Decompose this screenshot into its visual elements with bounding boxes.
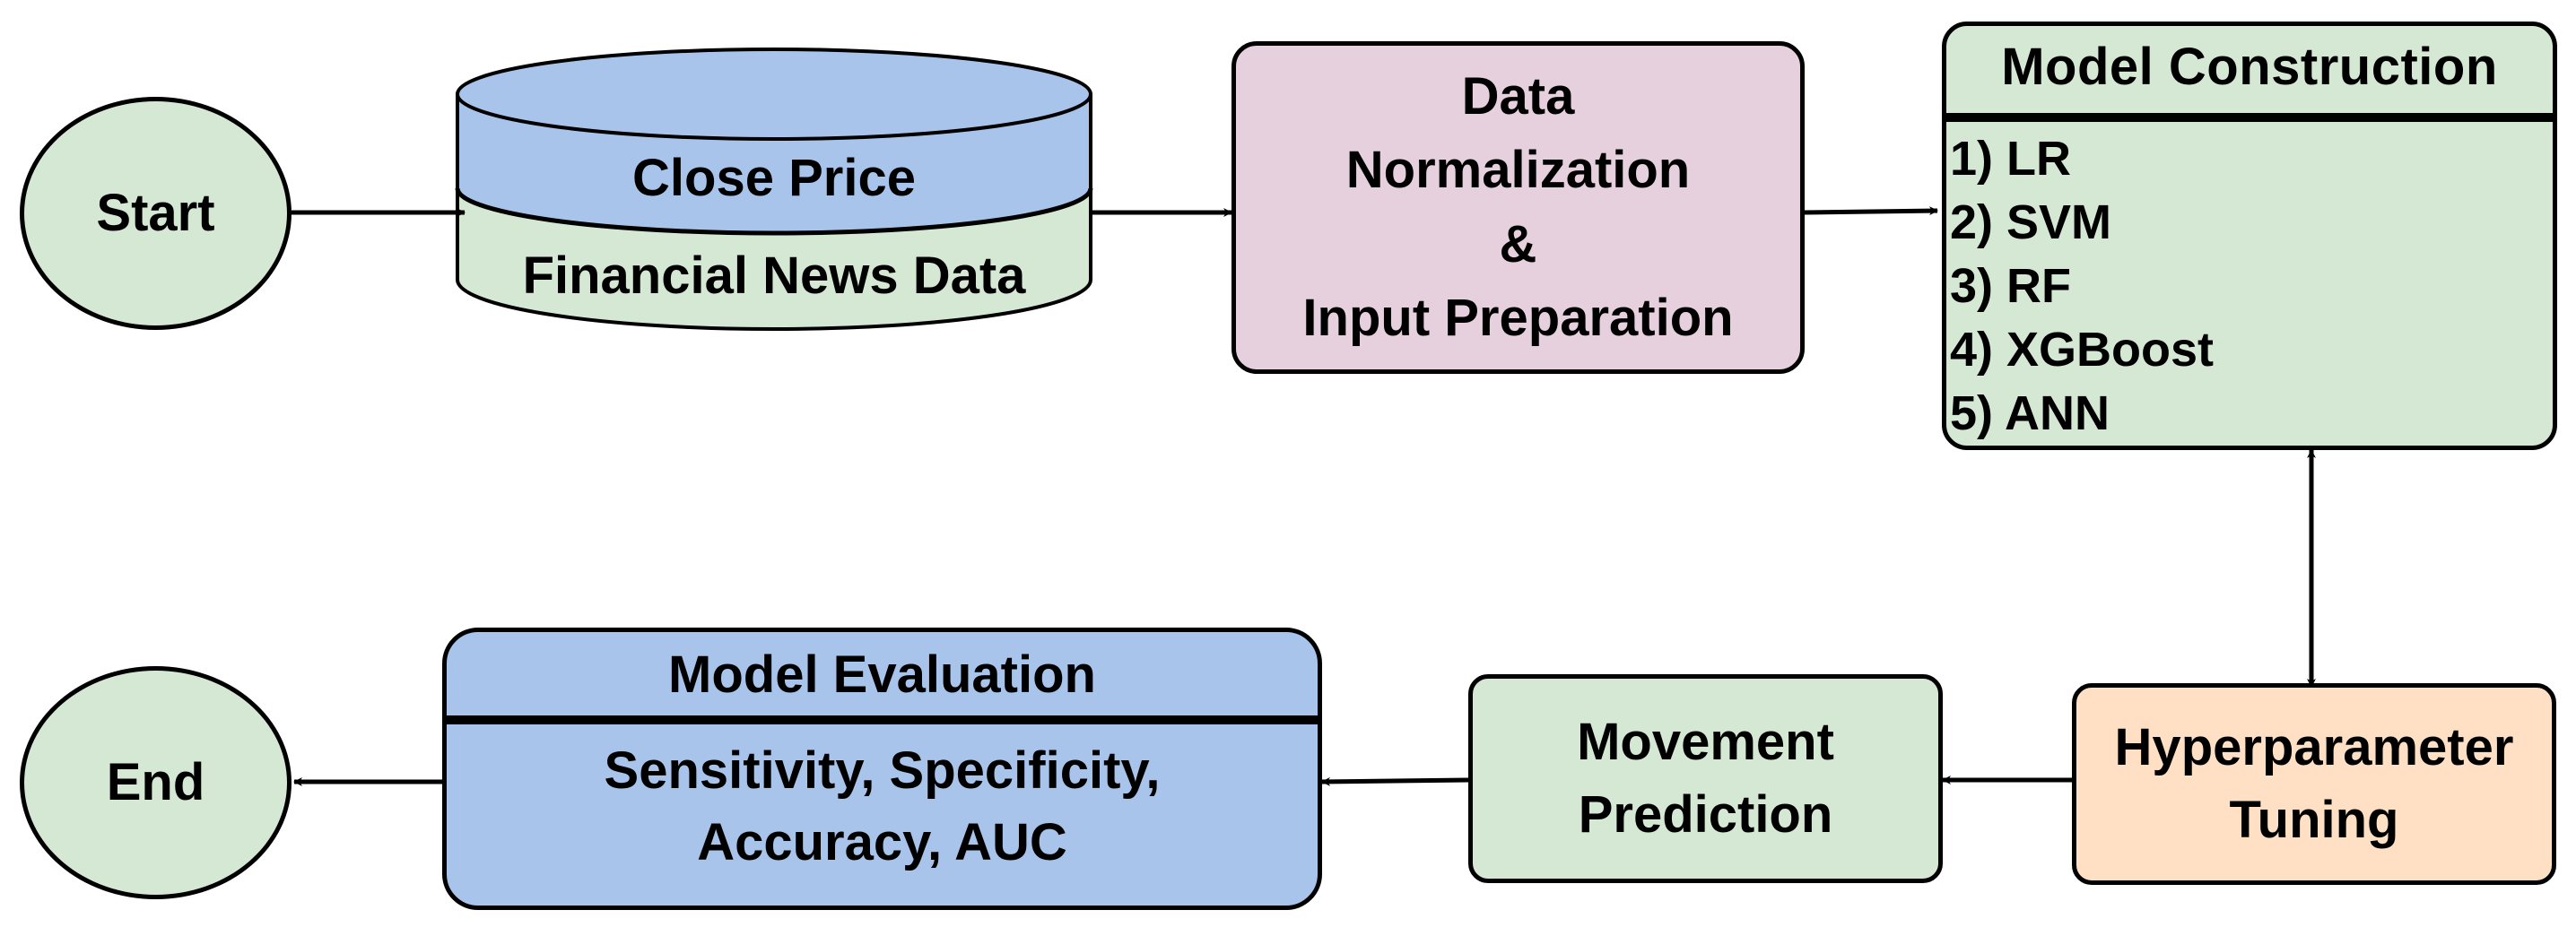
arrow-movement-to-evaluation bbox=[1321, 776, 1469, 786]
normalization-line: Normalization bbox=[1345, 141, 1691, 200]
arrow-normalization-to-model bbox=[1804, 206, 1938, 216]
model-list-item: 1) LR bbox=[1950, 132, 2071, 186]
start-node: Start bbox=[20, 97, 292, 330]
normalization-line: & bbox=[1499, 214, 1537, 273]
database-divider bbox=[455, 187, 1093, 236]
model-construction-box: Model Construction 1) LR 2) SVM 3) RF 4)… bbox=[1942, 22, 2557, 450]
hyperparameter-box: Hyperparameter Tuning bbox=[2072, 683, 2556, 885]
database-top-ellipse bbox=[456, 48, 1092, 141]
model-list-item: 5) ANN bbox=[1950, 386, 2110, 440]
end-node: End bbox=[20, 666, 292, 899]
model-list-item: 2) SVM bbox=[1950, 195, 2112, 249]
database-bottom-label: Financial News Data bbox=[522, 247, 1026, 305]
normalization-line: Data bbox=[1461, 66, 1575, 126]
movement-line: Movement bbox=[1577, 713, 1834, 772]
hyperparameter-line: Hyperparameter bbox=[2114, 718, 2514, 777]
movement-prediction-box: Movement Prediction bbox=[1468, 674, 1943, 883]
hyperparameter-line: Tuning bbox=[2229, 790, 2399, 849]
model-list: 1) LR 2) SVM 3) RF 4) XGBoost 5) ANN bbox=[1946, 122, 2553, 446]
model-evaluation-title: Model Evaluation bbox=[447, 632, 1318, 724]
evaluation-metrics-line: Sensitivity, Specificity, bbox=[604, 741, 1161, 800]
start-label: Start bbox=[96, 183, 215, 242]
normalization-line: Input Preparation bbox=[1302, 288, 1734, 347]
normalization-box: Data Normalization & Input Preparation bbox=[1231, 41, 1805, 374]
movement-line: Prediction bbox=[1578, 784, 1833, 844]
database-top-label: Close Price bbox=[632, 149, 916, 207]
evaluation-metrics: Sensitivity, Specificity, Accuracy, AUC bbox=[447, 724, 1318, 879]
model-construction-title: Model Construction bbox=[1946, 26, 2553, 122]
model-list-item: 3) RF bbox=[1950, 259, 2071, 313]
model-evaluation-box: Model Evaluation Sensitivity, Specificit… bbox=[442, 628, 1322, 910]
evaluation-metrics-line: Accuracy, AUC bbox=[697, 813, 1067, 871]
model-list-item: 4) XGBoost bbox=[1950, 323, 2215, 377]
database-cylinder bbox=[455, 48, 1093, 331]
database-outline bbox=[456, 94, 1092, 331]
end-label: End bbox=[106, 752, 205, 811]
